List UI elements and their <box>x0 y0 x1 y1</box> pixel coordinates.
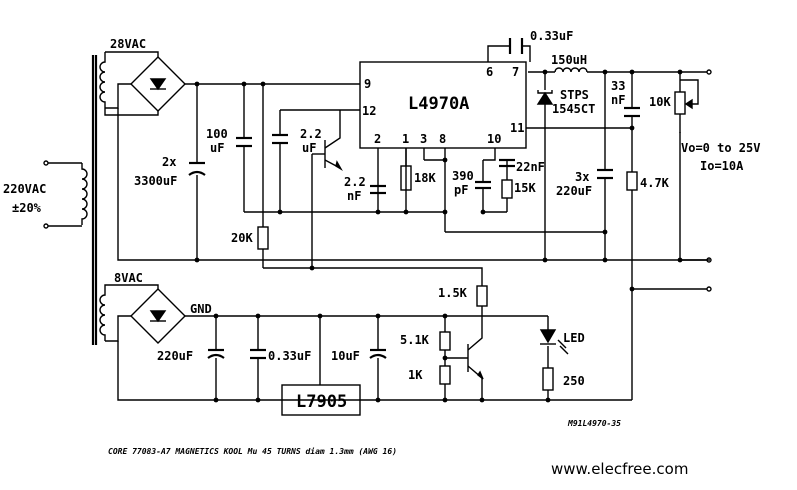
label-inductor: 150uH <box>551 53 587 67</box>
bridge-rectifier-8v <box>104 284 186 344</box>
pin-10: 10 <box>487 132 501 146</box>
label-250: 250 <box>563 374 585 388</box>
inductor-150uh <box>554 67 588 73</box>
label-8vac: 8VAC <box>114 271 143 285</box>
pin-3: 3 <box>420 132 427 146</box>
led-indicator <box>539 329 569 355</box>
label-15k-lower: 1.5K <box>438 286 468 300</box>
label-website: www.elecfree.com <box>551 460 688 478</box>
wiring <box>117 45 710 401</box>
label-out-cap-value: 220uF <box>556 184 592 198</box>
label-diode-line2: 1545CT <box>552 102 595 116</box>
pin-11: 11 <box>510 121 524 135</box>
ic-l4970a <box>359 61 527 149</box>
label-output-voltage: Vo=0 to 25V <box>681 141 760 155</box>
label-core-note: CORE 77083-A7 MAGNETICS KOOL Mu 45 TURNS… <box>108 446 397 456</box>
pin-1: 1 <box>402 132 409 146</box>
label-diode-line1: STPS <box>560 88 589 102</box>
label-20k: 20K <box>231 231 253 245</box>
transformer-main <box>43 55 106 345</box>
label-18k: 18K <box>414 171 436 185</box>
label-15k: 15K <box>514 181 536 195</box>
ic-l7905 <box>281 384 361 416</box>
label-22uf-value: 2.2 <box>300 127 322 141</box>
label-22nf-value: 2.2 <box>344 175 366 189</box>
label-out-cap-count: 3x <box>575 170 589 184</box>
label-mains-tolerance: ±20% <box>12 201 42 215</box>
label-ic-l4970a: L4970A <box>408 94 469 114</box>
junctions <box>194 69 683 403</box>
label-bootstrap-cap: 0.33uF <box>530 29 573 43</box>
label-pot-10k: 10K <box>649 95 671 109</box>
output-terminals <box>706 69 712 292</box>
label-1k: 1K <box>408 368 423 382</box>
label-33nf-value: 33 <box>611 79 625 93</box>
label-22nf-unit: nF <box>347 189 361 203</box>
label-bulk-cap-count: 2x <box>162 155 176 169</box>
diode-stps1545ct <box>536 90 554 105</box>
label-output-current: Io=10A <box>700 159 744 173</box>
label-22nf-pin10: 22nF <box>516 160 545 174</box>
pin-2: 2 <box>374 132 381 146</box>
pin-7: 7 <box>512 65 519 79</box>
label-bulk-cap-value: 3300uF <box>134 174 177 188</box>
pin-12: 12 <box>362 104 376 118</box>
label-51k: 5.1K <box>400 333 430 347</box>
label-390pf-unit: pF <box>454 183 468 197</box>
bridge-rectifier-28v <box>104 51 186 116</box>
label-100uf-value: 100 <box>206 127 228 141</box>
label-390pf-value: 390 <box>452 169 474 183</box>
label-ic-l7905: L7905 <box>296 392 347 412</box>
label-33nf-unit: nF <box>611 93 625 107</box>
label-22uf-unit: uF <box>302 141 316 155</box>
label-100uf-unit: uF <box>210 141 224 155</box>
label-10uf: 10uF <box>331 349 360 363</box>
label-mains-voltage: 220VAC <box>3 182 46 196</box>
label-drawing-ref: M91L4970-35 <box>567 419 621 428</box>
resistors <box>257 91 693 391</box>
pin-9: 9 <box>364 77 371 91</box>
capacitors <box>188 38 640 360</box>
label-gnd: GND <box>190 302 212 316</box>
label-220uf-lower: 220uF <box>157 349 193 363</box>
label-28vac: 28VAC <box>110 37 146 51</box>
pin-6: 6 <box>486 65 493 79</box>
label-47k: 4.7K <box>640 176 670 190</box>
label-033uf-lower: 0.33uF <box>268 349 311 363</box>
pin-8: 8 <box>439 132 446 146</box>
label-led: LED <box>563 331 585 345</box>
